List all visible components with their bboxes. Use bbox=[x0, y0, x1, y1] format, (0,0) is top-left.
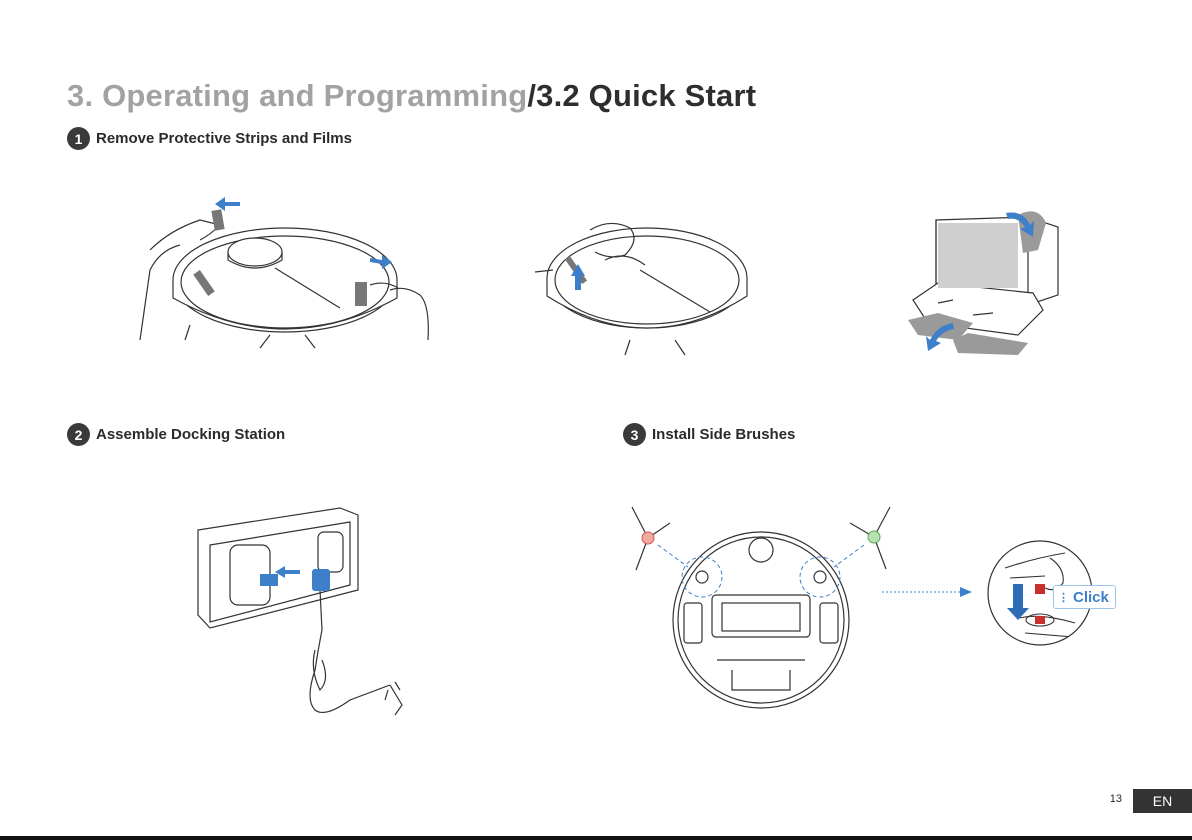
click-label-text: Click bbox=[1073, 589, 1109, 606]
language-tab: EN bbox=[1133, 789, 1192, 813]
step-number-badge: 2 bbox=[67, 423, 90, 446]
bottom-rule bbox=[0, 836, 1192, 840]
step-label: Install Side Brushes bbox=[652, 426, 795, 443]
dotted-arrow bbox=[880, 585, 975, 599]
robot-film-peel-illustration bbox=[535, 200, 760, 360]
click-callout: ⋮ Click bbox=[1053, 585, 1116, 609]
docking-station-assembly-illustration bbox=[190, 500, 420, 735]
step-label: Remove Protective Strips and Films bbox=[96, 130, 352, 147]
step-number-badge: 3 bbox=[623, 423, 646, 446]
page-number: 13 bbox=[1110, 793, 1122, 805]
step-3-heading: 3 Install Side Brushes bbox=[623, 423, 795, 446]
robot-strip-removal-illustration bbox=[130, 190, 440, 355]
step-2-heading: 2 Assemble Docking Station bbox=[67, 423, 285, 446]
dock-film-peel-illustration bbox=[898, 205, 1068, 360]
side-brush-installation-illustration bbox=[622, 495, 897, 720]
step-label: Assemble Docking Station bbox=[96, 426, 285, 443]
chapter-title: 3. Operating and Programming bbox=[67, 78, 527, 113]
step-1-heading: 1 Remove Protective Strips and Films bbox=[67, 127, 352, 150]
step-number-badge: 1 bbox=[67, 127, 90, 150]
page-title: 3. Operating and Programming/3.2 Quick S… bbox=[67, 78, 756, 114]
section-title: /3.2 Quick Start bbox=[527, 78, 756, 113]
click-sound-icon: ⋮ bbox=[1058, 591, 1069, 604]
